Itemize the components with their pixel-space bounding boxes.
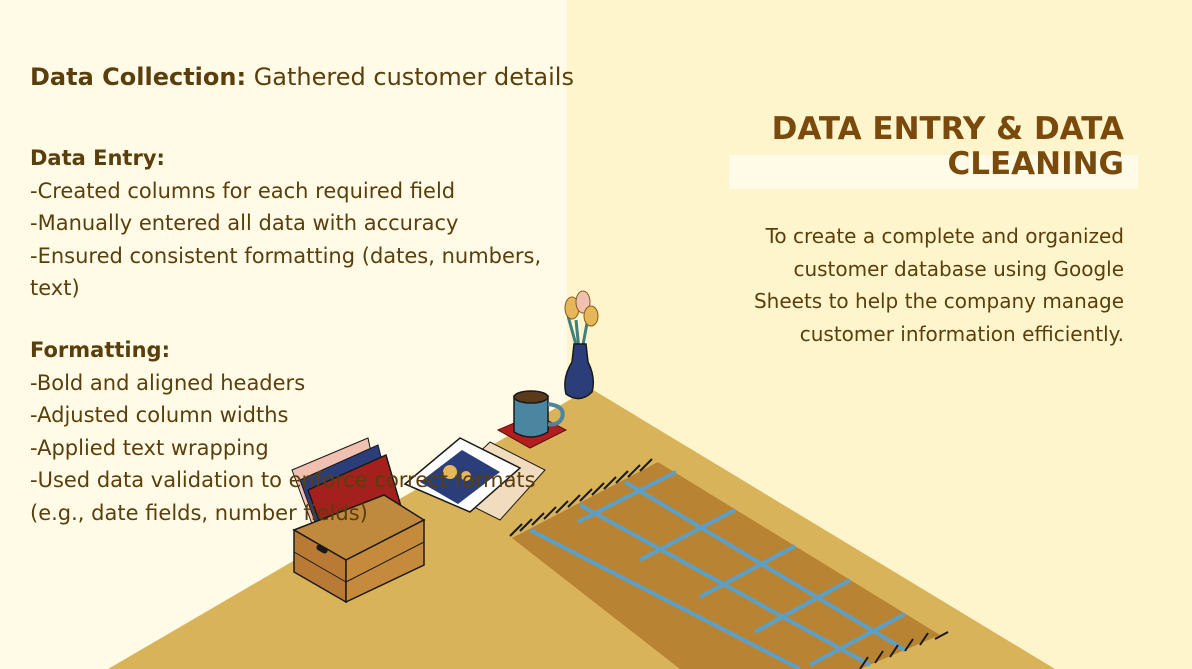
data-entry-item: -Ensured consistent formatting (dates, n…	[30, 244, 542, 268]
data-entry-item: -Manually entered all data with accuracy	[30, 211, 459, 235]
title-highlight	[729, 155, 1138, 189]
page-title-line: CLEANING	[947, 146, 1124, 182]
formatting-item: -Used data validation to enforce correct…	[30, 468, 536, 492]
data-collection-line: Data Collection: Gathered customer detai…	[30, 61, 574, 93]
formatting-item: -Adjusted column widths	[30, 403, 289, 427]
data-collection-text: Gathered customer details	[246, 63, 574, 91]
formatting-heading: Formatting:	[30, 338, 170, 362]
page-title: DATA ENTRY & DATA CLEANING	[772, 112, 1124, 182]
data-entry-heading: Data Entry:	[30, 146, 165, 170]
description-line: To create a complete and organized	[765, 224, 1124, 248]
tulip-vase-icon	[564, 290, 599, 400]
data-collection-label: Data Collection:	[30, 63, 247, 91]
formatting-item: (e.g., date fields, number fields)	[30, 501, 368, 525]
coffee-mug-icon	[496, 390, 568, 449]
description-line: customer information efficiently.	[799, 321, 1124, 346]
formatting-item: -Bold and aligned headers	[30, 371, 306, 395]
description-line: customer database using Google	[793, 256, 1124, 281]
objective-description: To create a complete and organized custo…	[744, 220, 1124, 350]
formatting-item: -Applied text wrapping	[30, 436, 269, 460]
book-crate-icon	[291, 437, 426, 604]
data-entry-item: text)	[30, 276, 80, 300]
tasseled-rug-icon	[509, 458, 949, 669]
description-line: Sheets to help the company manage	[753, 289, 1124, 313]
book-stack-icon	[403, 437, 546, 521]
page-title-line: DATA ENTRY & DATA	[771, 111, 1124, 147]
data-entry-item: -Created columns for each required field	[30, 179, 456, 203]
